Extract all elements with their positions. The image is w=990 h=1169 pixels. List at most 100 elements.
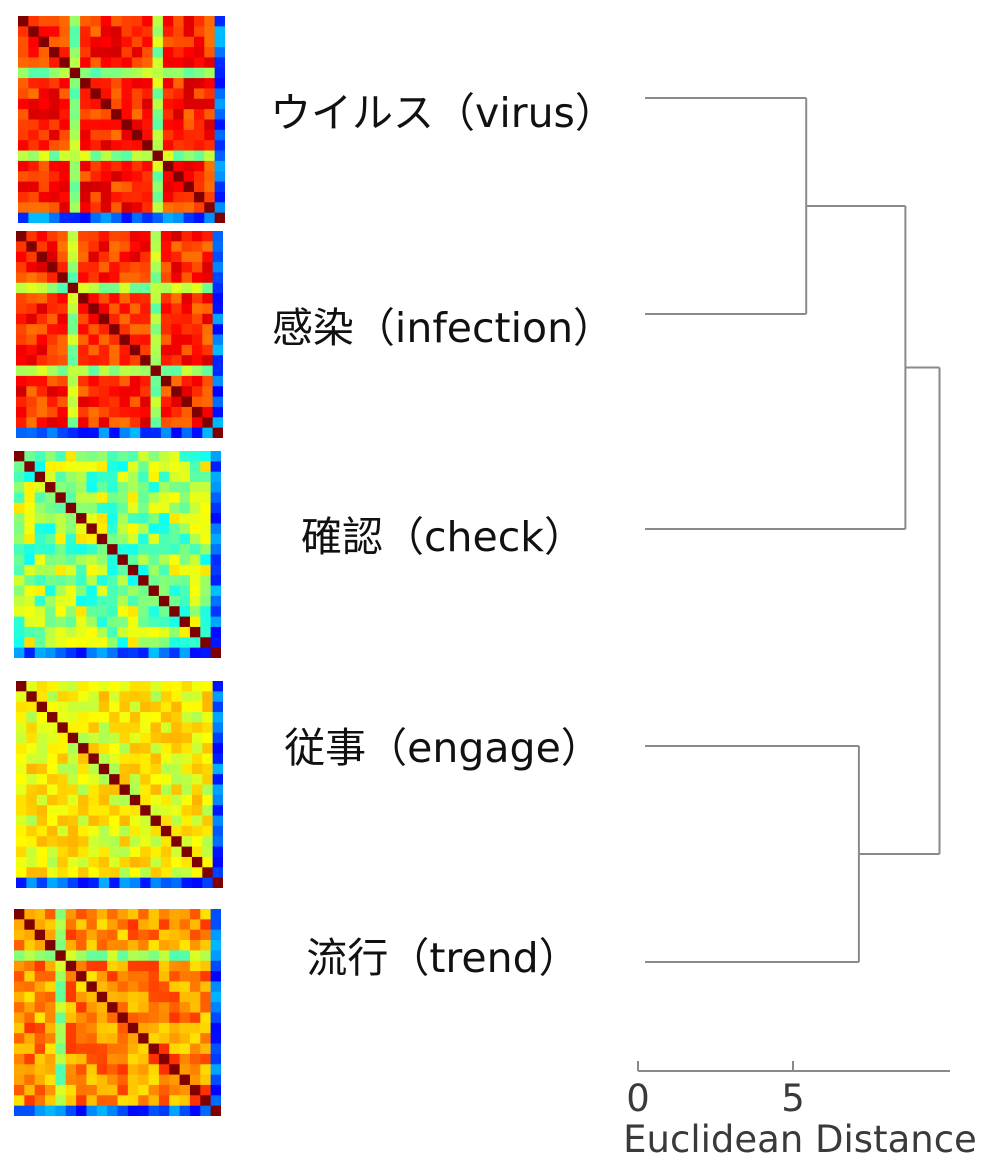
heatmap-cell bbox=[148, 1074, 160, 1086]
heatmap-cell bbox=[16, 701, 27, 713]
heatmap-cell bbox=[96, 1012, 108, 1024]
heatmap-cell bbox=[183, 57, 195, 69]
heatmap-cell bbox=[107, 1002, 118, 1013]
heatmap-cell bbox=[16, 324, 27, 335]
heatmap-cell bbox=[14, 585, 25, 597]
heatmap-cell bbox=[210, 575, 221, 586]
heatmap-cell bbox=[49, 67, 60, 79]
heatmap-cell bbox=[160, 375, 172, 387]
heatmap-cell bbox=[57, 805, 69, 816]
heatmap-cell bbox=[210, 451, 221, 462]
heatmap-cell bbox=[65, 585, 77, 597]
heatmap-cell bbox=[100, 181, 112, 193]
heatmap-cell bbox=[98, 825, 110, 837]
label-infection: 感染（infection） bbox=[271, 304, 615, 352]
heatmap-cell bbox=[90, 160, 102, 172]
heatmap-cell bbox=[150, 417, 162, 429]
heatmap-infection bbox=[16, 231, 223, 438]
heatmap-cell bbox=[109, 877, 120, 888]
heatmap-cell bbox=[26, 386, 38, 397]
heatmap-cell bbox=[173, 202, 184, 214]
heatmap-cell bbox=[88, 763, 100, 775]
heatmap-cell bbox=[78, 743, 89, 754]
heatmap-cell bbox=[34, 919, 46, 931]
heatmap-cell bbox=[148, 981, 160, 993]
heatmap-cell bbox=[210, 919, 221, 931]
heatmap-cell bbox=[200, 575, 212, 586]
heatmap-cell bbox=[200, 960, 212, 972]
heatmap-cell bbox=[138, 595, 149, 607]
heatmap-cell bbox=[55, 647, 67, 658]
heatmap-cell bbox=[88, 753, 100, 765]
heatmap-cell bbox=[98, 856, 110, 868]
heatmap-cell bbox=[117, 575, 129, 586]
heatmap-cell bbox=[80, 36, 91, 48]
heatmap-cell bbox=[67, 877, 79, 888]
heatmap-cell bbox=[26, 272, 38, 284]
heatmap-cell bbox=[26, 303, 38, 315]
heatmap-cell bbox=[181, 681, 193, 692]
heatmap-cell bbox=[158, 1002, 170, 1013]
heatmap-cell bbox=[138, 1095, 149, 1107]
heatmap-cell bbox=[214, 67, 225, 79]
heatmap-cell bbox=[59, 26, 71, 38]
label-trend: 流行（trend） bbox=[306, 934, 580, 982]
heatmap-cell bbox=[169, 971, 180, 982]
heatmap-cell bbox=[14, 606, 25, 617]
heatmap-cell bbox=[67, 836, 79, 847]
heatmap-cell bbox=[191, 365, 203, 377]
heatmap-cell bbox=[183, 109, 195, 120]
heatmap-cell bbox=[160, 856, 172, 868]
heatmap-cell bbox=[169, 991, 180, 1003]
heatmap-cell bbox=[109, 365, 120, 377]
heatmap-cell bbox=[152, 150, 164, 162]
heatmap-cell bbox=[57, 867, 69, 879]
heatmap-cell bbox=[98, 272, 110, 284]
heatmap-cell bbox=[107, 1012, 118, 1024]
heatmap-cell bbox=[26, 836, 38, 847]
heatmap-cell bbox=[65, 1105, 77, 1116]
heatmap-cell bbox=[148, 585, 160, 597]
heatmap-cell bbox=[127, 1002, 139, 1013]
heatmap-cell bbox=[119, 877, 131, 888]
heatmap-cell bbox=[14, 1074, 25, 1086]
heatmap-cell bbox=[148, 544, 160, 555]
heatmap-cell bbox=[171, 722, 182, 734]
heatmap-cell bbox=[119, 701, 131, 713]
heatmap-cell bbox=[121, 160, 133, 172]
heatmap-cell bbox=[202, 846, 214, 858]
heatmap-cell bbox=[36, 753, 48, 765]
heatmap-cell bbox=[129, 262, 141, 273]
heatmap-cell bbox=[183, 202, 195, 214]
heatmap-cell bbox=[14, 1064, 25, 1075]
heatmap-cell bbox=[191, 313, 203, 325]
heatmap-cell bbox=[138, 606, 149, 617]
heatmap-cell bbox=[181, 303, 193, 315]
heatmap-cell bbox=[45, 492, 56, 504]
heatmap-cell bbox=[98, 815, 110, 827]
heatmap-cell bbox=[191, 241, 203, 253]
heatmap-cell bbox=[160, 396, 172, 408]
heatmap-cell bbox=[26, 743, 38, 754]
heatmap-cell bbox=[179, 564, 191, 576]
heatmap-cell bbox=[49, 181, 60, 193]
heatmap-cell bbox=[173, 150, 184, 162]
heatmap-cell bbox=[80, 202, 91, 214]
heatmap-cell bbox=[127, 461, 139, 473]
heatmap-cell bbox=[49, 140, 60, 151]
heatmap-cell bbox=[119, 427, 131, 438]
heatmap-cell bbox=[119, 251, 131, 263]
heatmap-cell bbox=[193, 160, 205, 172]
heatmap-cell bbox=[34, 929, 46, 941]
heatmap-cell bbox=[193, 36, 205, 48]
heatmap-cell bbox=[69, 181, 81, 193]
heatmap-cell bbox=[212, 293, 223, 304]
heatmap-cell bbox=[59, 150, 71, 162]
heatmap-cell bbox=[45, 1095, 56, 1107]
heatmap-cell bbox=[34, 1105, 46, 1116]
heatmap-cell bbox=[210, 991, 221, 1003]
heatmap-cell bbox=[98, 303, 110, 315]
heatmap-cell bbox=[158, 595, 170, 607]
heatmap-cell bbox=[16, 846, 27, 858]
heatmap-cell bbox=[86, 626, 98, 638]
